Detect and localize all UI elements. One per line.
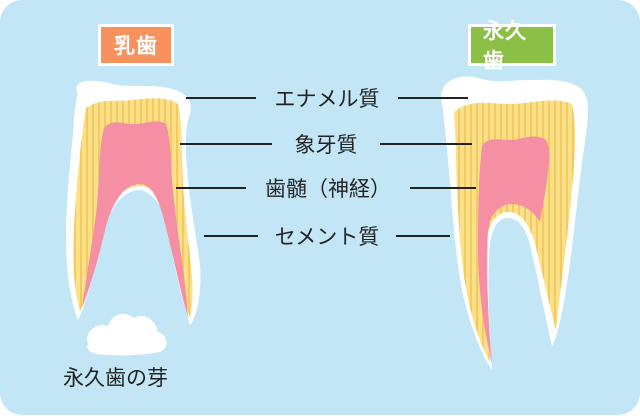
permanent-tooth-pulp	[478, 136, 550, 364]
permanent-tooth-bud	[87, 313, 167, 356]
permanent-tooth-badge: 永久歯	[468, 19, 556, 73]
label-dentin: 象牙質	[294, 133, 358, 157]
baby-tooth	[66, 80, 201, 325]
label-cementum: セメント質	[274, 225, 380, 249]
label-enamel: エナメル質	[274, 87, 380, 111]
baby-tooth-badge: 乳歯	[98, 24, 174, 66]
label-permanent-bud: 永久歯の芽	[63, 366, 168, 390]
permanent-tooth	[440, 76, 588, 370]
baby-tooth-pulp	[82, 121, 188, 318]
label-pulp: 歯髄（神経）	[265, 177, 391, 201]
leader-lines	[176, 97, 476, 237]
